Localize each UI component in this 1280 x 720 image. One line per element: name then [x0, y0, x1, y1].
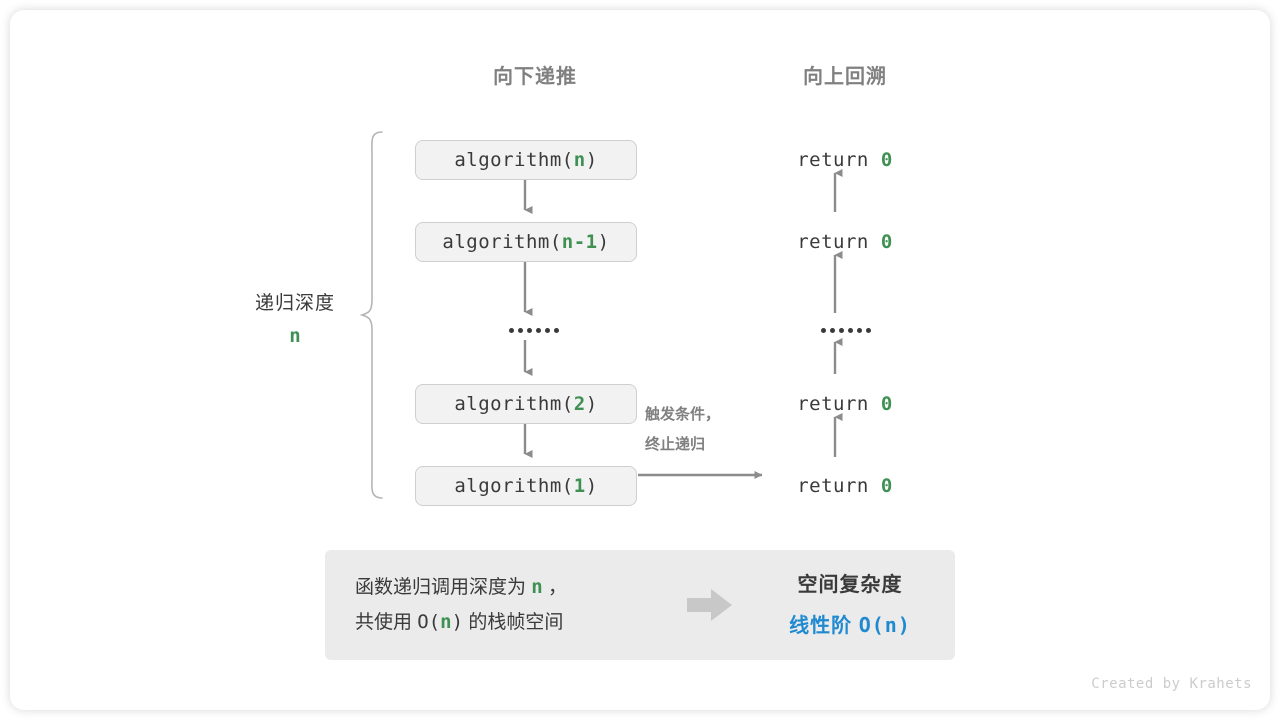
summary-line2-c: ) — [451, 611, 464, 633]
return-label: return 0 — [770, 149, 920, 171]
column-header-upward: 向上回溯 — [803, 66, 887, 88]
ellipsis-dot — [848, 328, 853, 333]
base-case-note-line1: 触发条件， — [645, 406, 721, 423]
call-box-prefix: algorithm( — [454, 149, 574, 171]
ellipsis-dot — [830, 328, 835, 333]
return-value: 0 — [880, 149, 893, 171]
ellipsis-dot — [509, 328, 514, 333]
summary-line2-a: 共使用 — [355, 612, 418, 633]
return-keyword: return — [797, 475, 881, 497]
diagram-card: 向下递推 向上回溯 — [10, 10, 1270, 710]
return-value: 0 — [880, 393, 893, 415]
call-box-suffix: ) — [597, 231, 610, 253]
ellipsis-dots-left — [509, 328, 559, 333]
summary-line2-n: n — [440, 611, 452, 633]
summary-line1-b: ， — [542, 577, 568, 598]
ellipsis-dot — [518, 328, 523, 333]
recursion-depth-brace — [359, 131, 383, 499]
base-case-note-line2: 终止递归 — [645, 436, 706, 453]
return-value: 0 — [880, 475, 893, 497]
summary-result-value: 线性阶 O(n) — [745, 608, 955, 643]
complexity-kind: 线性阶 — [789, 614, 859, 637]
ellipsis-dot — [527, 328, 532, 333]
call-box-suffix: ) — [585, 393, 598, 415]
footer-credit: Created by Krahets — [1091, 676, 1252, 692]
return-label: return 0 — [770, 393, 920, 415]
recursion-depth-text: 递归深度 — [254, 293, 335, 314]
summary-line1-n: n — [531, 576, 543, 598]
ellipsis-dot — [839, 328, 844, 333]
call-box-arg: 1 — [573, 475, 586, 497]
summary-line2-d: 的栈帧空间 — [463, 612, 564, 633]
ellipsis-dot — [536, 328, 541, 333]
call-box[interactable]: algorithm(n) — [415, 140, 637, 180]
return-label: return 0 — [770, 475, 920, 497]
summary-result-title: 空间复杂度 — [797, 573, 903, 596]
call-box-suffix: ) — [585, 149, 598, 171]
call-box-prefix: algorithm( — [454, 475, 574, 497]
call-box-arg: n — [573, 149, 586, 171]
return-value: 0 — [880, 231, 893, 253]
base-case-note: 触发条件， 终止递归 — [645, 400, 785, 460]
return-keyword: return — [797, 231, 881, 253]
right-arrow-icon — [675, 588, 745, 622]
return-keyword: return — [797, 393, 881, 415]
summary-description: 函数递归调用深度为 n ， 共使用 O(n) 的栈帧空间 — [325, 570, 675, 640]
call-box-arg: n-1 — [561, 231, 598, 253]
call-box-prefix: algorithm( — [442, 231, 562, 253]
call-box[interactable]: algorithm(2) — [415, 384, 637, 424]
ellipsis-dot — [866, 328, 871, 333]
ellipsis-dot — [545, 328, 550, 333]
complexity-notation: O(n) — [858, 612, 911, 637]
summary-line2-b: O( — [417, 611, 441, 633]
ellipsis-dot — [821, 328, 826, 333]
return-label: return 0 — [770, 231, 920, 253]
ellipsis-dots-right — [821, 328, 871, 333]
summary-line-2: 共使用 O(n) 的栈帧空间 — [355, 605, 675, 640]
ellipsis-dot — [857, 328, 862, 333]
recursion-depth-label: 递归深度 n — [225, 288, 365, 347]
ellipsis-dot — [554, 328, 559, 333]
call-box[interactable]: algorithm(n-1) — [415, 222, 637, 262]
summary-result: 空间复杂度 线性阶 O(n) — [745, 568, 955, 643]
summary-line1-a: 函数递归调用深度为 — [355, 577, 532, 598]
summary-line-1: 函数递归调用深度为 n ， — [355, 570, 675, 605]
call-box[interactable]: algorithm(1) — [415, 466, 637, 506]
return-keyword: return — [797, 149, 881, 171]
column-header-downward: 向下递推 — [493, 66, 577, 88]
summary-panel: 函数递归调用深度为 n ， 共使用 O(n) 的栈帧空间 空间复杂度 线性阶 O… — [325, 550, 955, 660]
call-box-suffix: ) — [585, 475, 598, 497]
call-box-arg: 2 — [573, 393, 586, 415]
call-box-prefix: algorithm( — [454, 393, 574, 415]
recursion-depth-value: n — [289, 325, 301, 347]
